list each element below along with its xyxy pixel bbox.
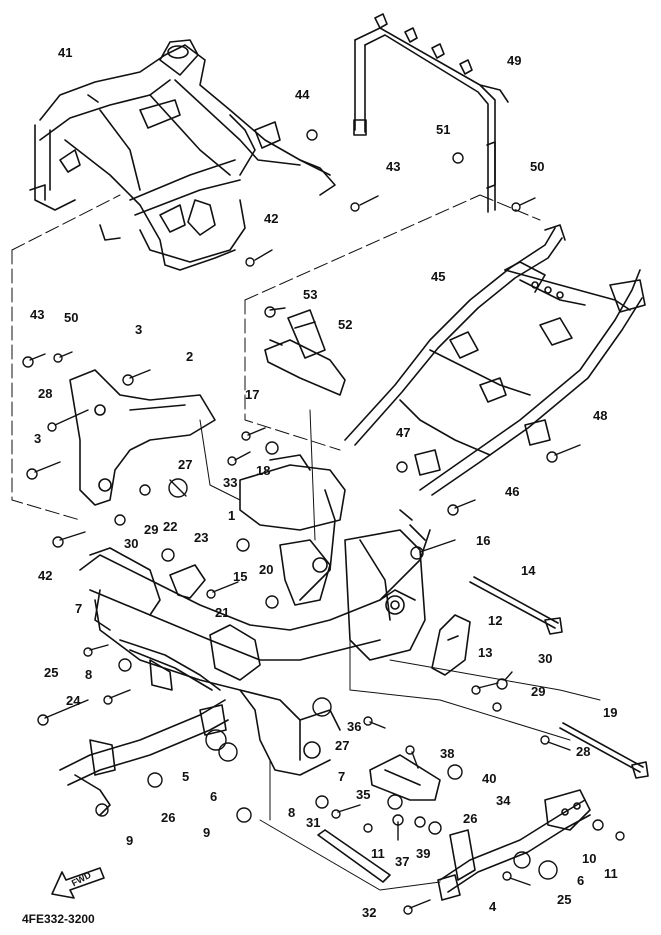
callout-27: 27 bbox=[335, 738, 350, 753]
right-lower-bracket bbox=[437, 789, 591, 901]
callout-24: 24 bbox=[66, 693, 81, 708]
callout-4: 4 bbox=[489, 899, 497, 914]
callout-20: 20 bbox=[259, 562, 274, 577]
callout-6: 6 bbox=[210, 789, 218, 804]
long-bolts bbox=[469, 576, 649, 779]
rear-rack-bar bbox=[353, 13, 509, 213]
callout-41: 41 bbox=[58, 45, 73, 60]
main-frame-top bbox=[29, 39, 336, 271]
callout-39: 39 bbox=[416, 846, 431, 861]
callout-3: 3 bbox=[34, 431, 42, 446]
callout-35: 35 bbox=[356, 787, 371, 802]
callout-16: 16 bbox=[476, 533, 491, 548]
small-bracket bbox=[169, 564, 206, 599]
callout-1: 1 bbox=[228, 508, 236, 523]
callout-43: 43 bbox=[386, 159, 401, 174]
callout-9: 9 bbox=[203, 825, 211, 840]
callout-10: 10 bbox=[582, 851, 597, 866]
callout-43: 43 bbox=[30, 307, 45, 322]
callout-30: 30 bbox=[124, 536, 139, 551]
callout-18: 18 bbox=[256, 463, 271, 478]
callout-50: 50 bbox=[64, 310, 79, 325]
callout-42: 42 bbox=[264, 211, 279, 226]
mount-bracket bbox=[264, 309, 346, 396]
callout-26: 26 bbox=[463, 811, 478, 826]
callout-19: 19 bbox=[603, 705, 618, 720]
callout-53: 53 bbox=[303, 287, 318, 302]
callout-46: 46 bbox=[505, 484, 520, 499]
callout-29: 29 bbox=[531, 684, 546, 699]
forward-arrow-icon: FWD bbox=[48, 866, 108, 900]
callout-36: 36 bbox=[347, 719, 362, 734]
callout-28: 28 bbox=[38, 386, 53, 401]
callout-30: 30 bbox=[538, 651, 553, 666]
mounting-plate bbox=[369, 754, 441, 801]
callout-9: 9 bbox=[126, 833, 134, 848]
callout-3: 3 bbox=[135, 322, 143, 337]
callout-12: 12 bbox=[488, 613, 503, 628]
callout-13: 13 bbox=[478, 645, 493, 660]
callout-6: 6 bbox=[577, 873, 585, 888]
callout-5: 5 bbox=[182, 769, 190, 784]
callout-49: 49 bbox=[507, 53, 522, 68]
callout-52: 52 bbox=[338, 317, 353, 332]
lower-crossmember bbox=[59, 699, 229, 816]
callout-42: 42 bbox=[38, 568, 53, 583]
callout-28: 28 bbox=[576, 744, 591, 759]
callout-2: 2 bbox=[186, 349, 194, 364]
callout-15: 15 bbox=[233, 569, 248, 584]
callout-21: 21 bbox=[215, 605, 230, 620]
callout-29: 29 bbox=[144, 522, 159, 537]
callout-50: 50 bbox=[530, 159, 545, 174]
rear-subframe bbox=[344, 224, 646, 496]
callout-48: 48 bbox=[593, 408, 608, 423]
callout-44: 44 bbox=[295, 87, 310, 102]
callout-32: 32 bbox=[362, 905, 377, 920]
callout-34: 34 bbox=[496, 793, 511, 808]
callout-31: 31 bbox=[306, 815, 321, 830]
callout-11: 11 bbox=[604, 866, 618, 881]
callout-11: 11 bbox=[371, 846, 385, 861]
callout-47: 47 bbox=[396, 425, 411, 440]
callout-27: 27 bbox=[178, 457, 193, 472]
callout-14: 14 bbox=[521, 563, 536, 578]
callout-37: 37 bbox=[395, 854, 410, 869]
callout-40: 40 bbox=[482, 771, 497, 786]
side-bracket bbox=[431, 614, 471, 676]
callout-8: 8 bbox=[85, 667, 93, 682]
callout-25: 25 bbox=[557, 892, 572, 907]
callout-8: 8 bbox=[288, 805, 296, 820]
callout-7: 7 bbox=[338, 769, 346, 784]
callout-51: 51 bbox=[436, 122, 451, 137]
callout-22: 22 bbox=[163, 519, 178, 534]
callout-45: 45 bbox=[431, 269, 446, 284]
callout-17: 17 bbox=[245, 387, 260, 402]
callout-25: 25 bbox=[44, 665, 59, 680]
callout-23: 23 bbox=[194, 530, 209, 545]
left-lower-rail bbox=[89, 547, 221, 691]
callout-33: 33 bbox=[223, 475, 238, 490]
callout-38: 38 bbox=[440, 746, 455, 761]
fasteners bbox=[22, 129, 625, 915]
step-bracket bbox=[69, 369, 216, 506]
callout-7: 7 bbox=[75, 601, 83, 616]
lower-frame-cradle bbox=[79, 454, 431, 776]
diagram-reference-code: 4FE332-3200 bbox=[22, 912, 95, 926]
spacer-pipe bbox=[317, 829, 391, 883]
callout-26: 26 bbox=[161, 810, 176, 825]
leader-lines bbox=[11, 194, 601, 891]
